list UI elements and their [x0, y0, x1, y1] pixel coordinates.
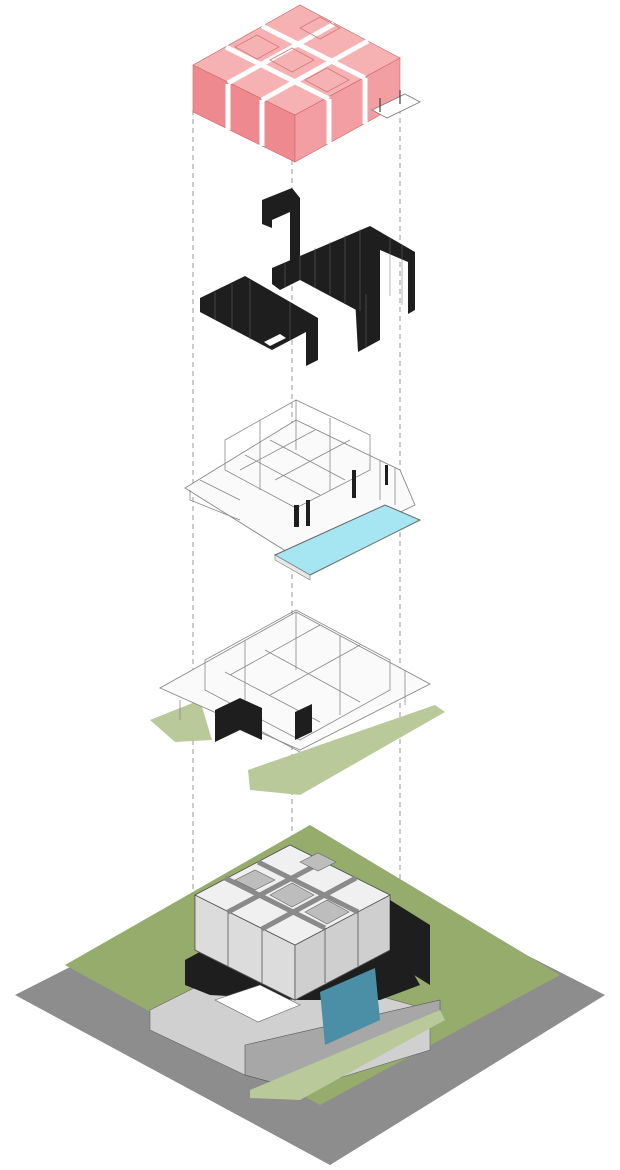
skylights: [234, 16, 350, 93]
lawn-left-patch: [150, 700, 212, 742]
building-volumes: [194, 844, 391, 1001]
upper-floor-screen-fragments: [294, 465, 388, 527]
facade-screens-layer: [200, 188, 415, 366]
pool-edge: [274, 554, 311, 581]
lawn-right-patch: [248, 705, 445, 795]
pool-site: [320, 968, 380, 1045]
roof-layer: [192, 4, 421, 163]
ground-floor-screen-fragments: [215, 698, 312, 742]
site-assembled-layer: [15, 825, 605, 1165]
roof-stair-element: [371, 90, 421, 119]
upper-floor-layer: [184, 399, 422, 581]
screen-side: [390, 900, 430, 985]
roof-grid-gaps: [224, 21, 370, 146]
screen-opening: [264, 334, 286, 346]
ground-floor-layer: [150, 609, 445, 795]
screen-mesh-lines: [214, 229, 403, 348]
entrance-canopy: [214, 984, 301, 1023]
screen-lower-left: [200, 276, 318, 366]
screen-lower-right: [355, 286, 380, 352]
lawn-front-strip: [250, 1010, 445, 1100]
upper-floor-walls: [189, 399, 396, 521]
